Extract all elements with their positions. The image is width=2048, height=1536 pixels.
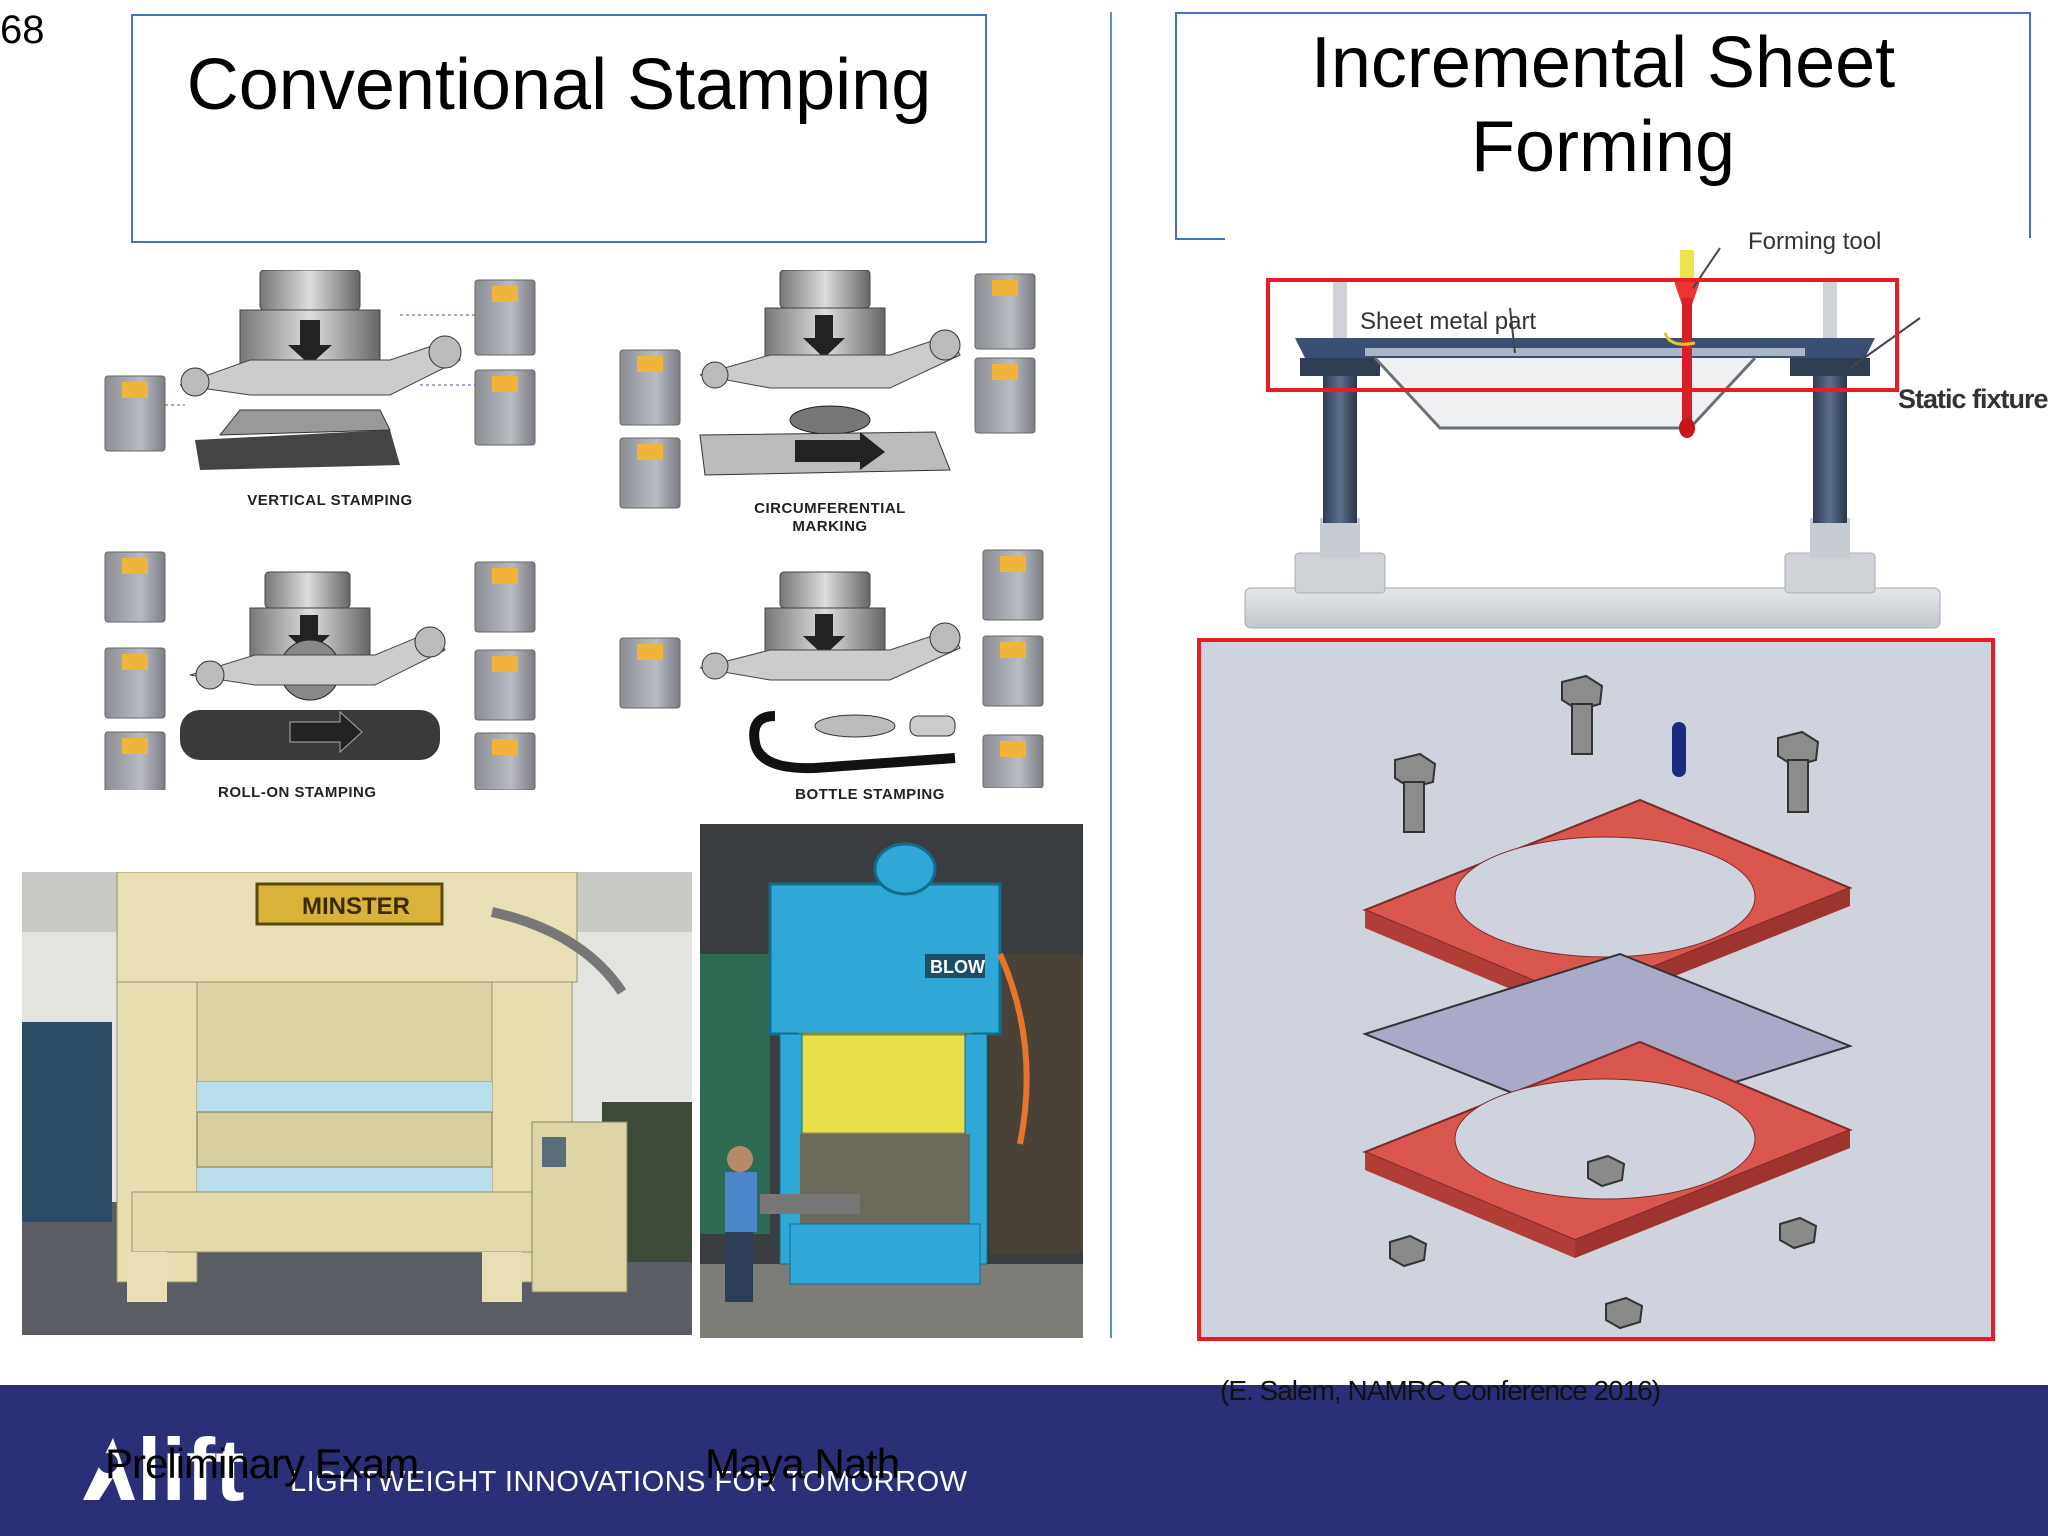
blow-sign: BLOW xyxy=(930,957,985,977)
controller-icon xyxy=(104,375,166,452)
static-fixture-label: Static fixture xyxy=(1898,384,2048,414)
footer-bar xyxy=(0,1385,2048,1536)
bottle-stamping-diagram: BOTTLE STAMPING xyxy=(615,548,1045,810)
isf-fixture-diagram xyxy=(1225,238,2048,630)
left-title-box: Conventional Stamping xyxy=(131,14,987,243)
diagram-label: ROLL-ON STAMPING xyxy=(218,784,377,801)
highlight-box-top xyxy=(1266,278,1899,392)
sheet-metal-part-label: Sheet metal part xyxy=(1360,308,1537,335)
citation: (E. Salem, NAMRC Conference 2016) xyxy=(1220,1375,1661,1406)
roll-on-stamping-diagram: ROLL-ON STAMPING xyxy=(100,550,540,810)
forming-tool-label: Forming tool xyxy=(1748,228,1882,255)
diagram-label: VERTICAL STAMPING xyxy=(247,492,413,509)
diagram-label: BOTTLE STAMPING xyxy=(795,786,945,803)
left-title: Conventional Stamping xyxy=(186,45,932,125)
logo-text: lift xyxy=(137,1420,245,1508)
diagram-label: CIRCUMFERENTIAL MARKING xyxy=(754,500,906,535)
right-title-line1: Incremental Sheet xyxy=(1310,23,1896,103)
footer-tagline: LIGHTWEIGHT INNOVATIONS FOR TOMORROW xyxy=(290,1466,968,1498)
footer-presenter: Maya Nath xyxy=(705,1440,900,1487)
exploded-fixture-assembly xyxy=(1200,642,1992,1338)
column-divider xyxy=(1110,12,1112,1338)
vertical-stamping-diagram: VERTICAL STAMPING xyxy=(100,269,560,520)
circumferential-marking-diagram: CIRCUMFERENTIAL MARKING xyxy=(615,269,1045,535)
highlight-box-bottom xyxy=(1197,638,1995,1341)
lift-logo-icon: lift xyxy=(83,1420,245,1508)
slide-number: 68 xyxy=(0,8,45,52)
footer-left-text: Preliminary Exam xyxy=(105,1440,419,1487)
right-title-line2: Forming xyxy=(1470,107,1736,187)
minster-sign: MINSTER xyxy=(302,893,410,920)
right-title-box: Incremental Sheet Forming xyxy=(1175,12,2031,240)
blow-press-photo: BLOW xyxy=(700,824,1083,1338)
minster-press-photo: MINSTER xyxy=(22,872,692,1335)
